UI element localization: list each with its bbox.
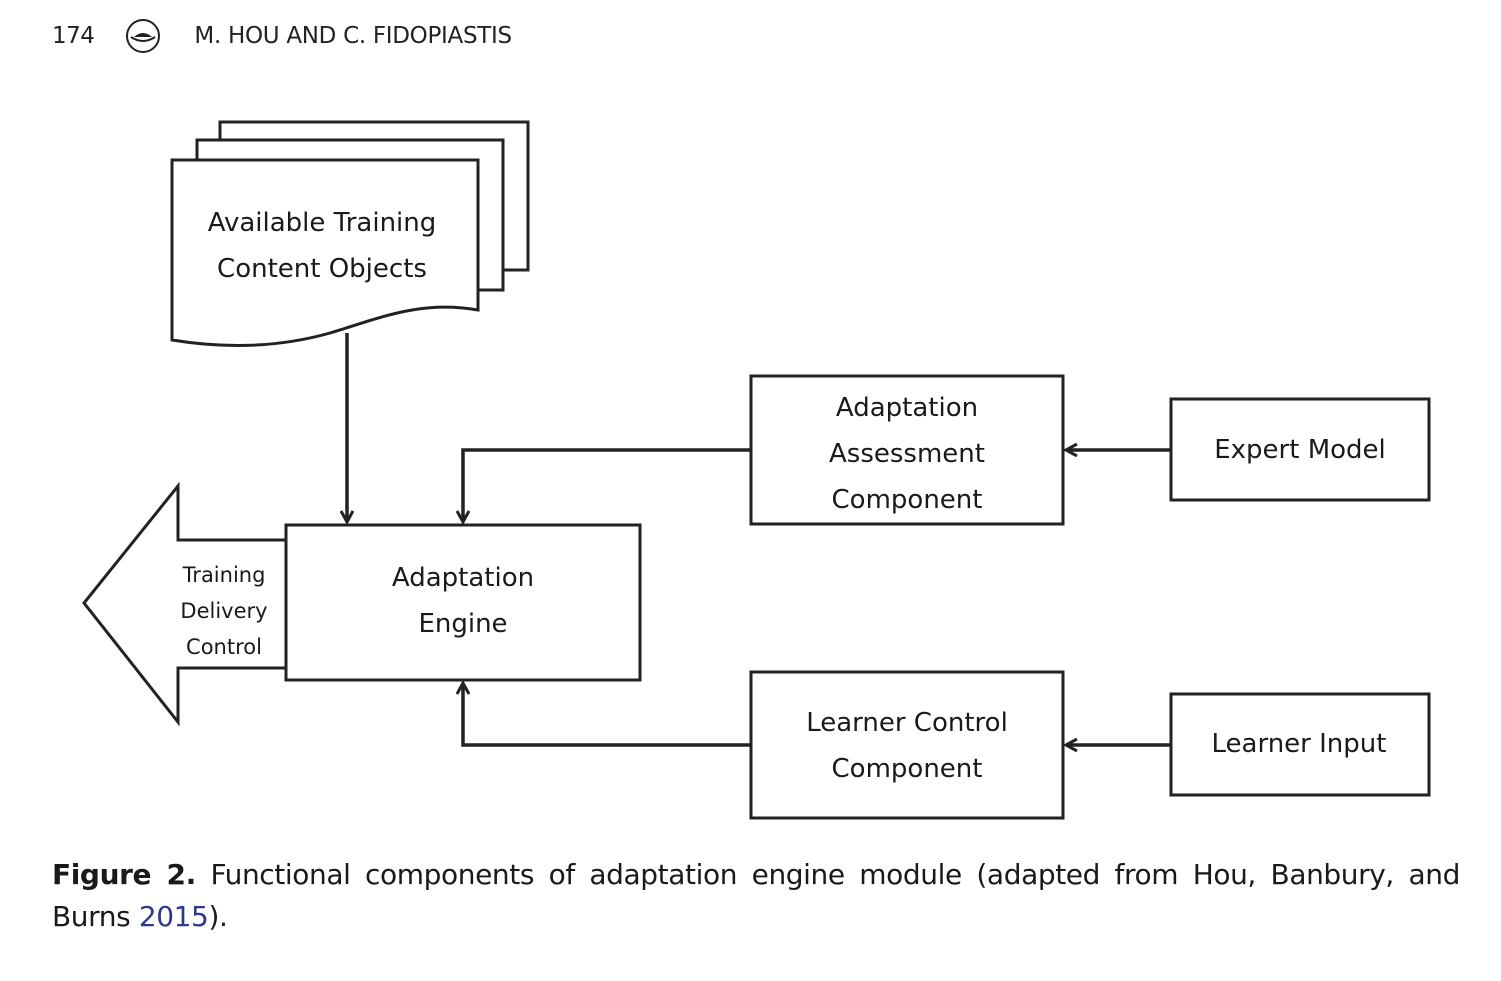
training-delivery-arrow: [82, 481, 290, 727]
delivery-label-line-2: Delivery: [180, 599, 267, 623]
delivery-label-line-1: Training: [182, 563, 266, 587]
learner-control-to-engine-arrow: [463, 684, 751, 747]
delivery-label-line-3: Control: [186, 635, 262, 659]
figure-caption: Figure 2. Functional components of adapt…: [52, 854, 1460, 938]
caption-text-end: ).: [208, 900, 228, 933]
training-content-label-line-2: Content Objects: [217, 254, 427, 284]
expert-model-box: [1169, 397, 1431, 502]
learner-control-box: [749, 670, 1065, 820]
journal-logo-icon: [126, 19, 161, 53]
assessment-to-engine-arrow: [463, 448, 751, 521]
expert-model-label: Expert Model: [1214, 435, 1386, 465]
training-content-label-line-1: Available Training: [208, 208, 437, 238]
adaptation-engine-box: [284, 523, 642, 682]
engine-label-line-2: Engine: [418, 609, 507, 639]
assessment-label-line-1: Adaptation: [836, 393, 978, 423]
page-number: 174: [52, 23, 95, 49]
assessment-label-line-2: Assessment: [829, 439, 985, 469]
running-head: M. HOU AND C. FIDOPIASTIS: [194, 23, 512, 49]
caption-text: Functional components of adaptation engi…: [52, 858, 1460, 933]
functional-components-diagram: Available Training Content Objects Adapt…: [82, 120, 1431, 820]
assessment-component-box: [749, 374, 1065, 526]
engine-label-line-1: Adaptation: [392, 563, 534, 593]
learner-input-box: [1169, 692, 1431, 797]
learner-input-label: Learner Input: [1212, 729, 1387, 759]
document-stack-front: [170, 158, 480, 348]
figure-label: Figure 2.: [52, 858, 196, 891]
assessment-label-line-3: Component: [832, 485, 983, 515]
learner-control-label-line-1: Learner Control: [806, 708, 1008, 738]
citation-year-link[interactable]: 2015: [138, 900, 209, 933]
learner-control-label-line-2: Component: [832, 754, 983, 784]
page-header: 174 M. HOU AND C. FIDOPIASTIS: [52, 18, 512, 54]
